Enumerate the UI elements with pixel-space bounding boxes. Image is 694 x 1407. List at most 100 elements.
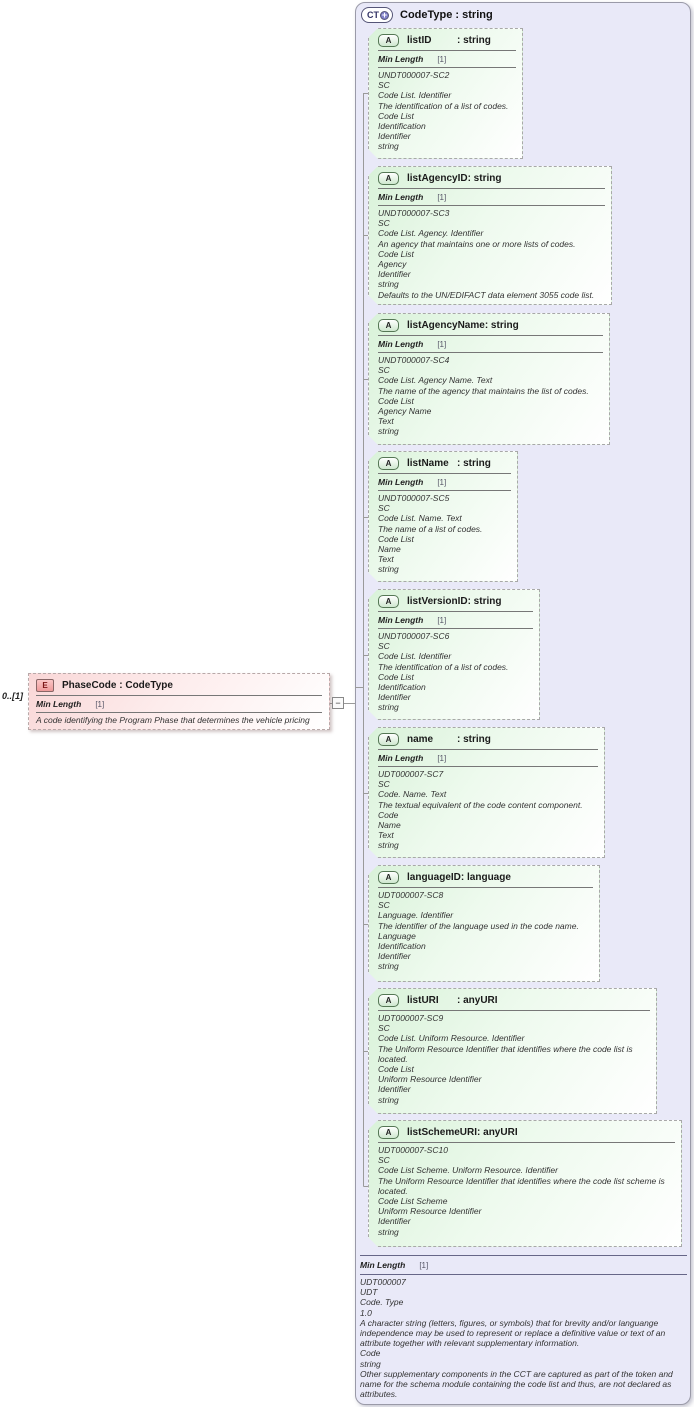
attribute-header[interactable]: A languageID : language [378, 869, 593, 885]
annotation-row: Code List Scheme [378, 1196, 448, 1207]
facet-label: Min Length [378, 54, 424, 64]
annotation-row: Code List [378, 1064, 414, 1075]
annotation-row: UNDT000007-SC2 [378, 70, 450, 80]
facet-value: [1] [419, 1260, 429, 1270]
annotation-row: string [378, 840, 399, 851]
attribute-type: : string [467, 595, 502, 607]
facet-value: [1] [437, 615, 447, 625]
annotation-row: string [378, 141, 399, 152]
attribute-card[interactable]: A listID : string Min Length[1]UNDT00000… [368, 28, 523, 159]
annotation-row: Code List. Agency Name. Text [378, 375, 493, 386]
attribute-type: : anyURI [477, 1126, 518, 1138]
annotation-row: string [378, 702, 399, 713]
divider [378, 50, 516, 51]
annotation-row: SC [378, 779, 390, 790]
annotation-row: string [378, 1094, 399, 1105]
attribute-card[interactable]: A listAgencyID : string Min Length[1]UND… [368, 166, 612, 305]
attribute-header[interactable]: A listName : string [378, 455, 511, 471]
annotation-row: string [378, 1226, 399, 1237]
divider [378, 473, 511, 474]
facet-value: [1] [437, 339, 447, 349]
facet-label: Min Length [378, 615, 424, 625]
annotation-row: Code. Type [360, 1297, 404, 1308]
divider [360, 1274, 687, 1275]
annotation-row: A character string (letters, figures, or… [360, 1317, 666, 1349]
annotation-row: An agency that maintains one or more lis… [378, 238, 576, 249]
facet-row: Min Length[1] [378, 191, 605, 203]
annotation-row: 1.0 [360, 1307, 372, 1318]
annotation-row: UDT000007-SC10 [378, 1145, 448, 1155]
attribute-header[interactable]: A listAgencyName : string [378, 317, 603, 333]
annotation-row: UDT000007 [360, 1277, 406, 1287]
attribute-card[interactable]: A listAgencyName : string Min Length[1]U… [368, 313, 610, 445]
attribute-badge: A [378, 34, 399, 47]
divider [378, 335, 603, 336]
annotation-row: Identifier [378, 1084, 411, 1095]
facet-row: Min Length [1] [36, 698, 322, 710]
attribute-header[interactable]: A listID : string [378, 32, 516, 48]
annotation-row: Agency [378, 259, 407, 270]
phasecode-annotation: A code identifying the Program Phase tha… [36, 715, 310, 725]
attribute-header[interactable]: A name : string [378, 731, 598, 747]
annotation-row: Text [378, 554, 394, 565]
annotation-row: SC [378, 1023, 390, 1034]
annotation-row: Identifier [378, 1216, 411, 1227]
complextype-badge-label: CT [367, 10, 379, 20]
divider [378, 887, 593, 888]
attribute-card[interactable]: A listVersionID : string Min Length[1]UN… [368, 589, 540, 720]
attribute-header[interactable]: A listVersionID : string [378, 593, 533, 609]
annotation-row: Name [378, 820, 401, 831]
annotation-row: The identifier of the language used in t… [378, 920, 579, 931]
attribute-type: : string [457, 34, 491, 46]
annotation-row: Code List [378, 395, 414, 406]
collapse-toggle-icon[interactable]: − [332, 697, 344, 709]
divider [378, 1142, 675, 1143]
divider [36, 695, 322, 696]
attribute-name: listSchemeURI [407, 1126, 478, 1138]
annotation-row: The identification of a list of codes. [378, 100, 509, 111]
annotation-row: Language. Identifier [378, 910, 454, 921]
annotation-row: Identifier [378, 951, 411, 962]
attribute-name: languageID [407, 871, 461, 883]
annotation-row: Code [360, 1348, 381, 1359]
annotation-row: The name of a list of codes. [378, 523, 483, 534]
attribute-header[interactable]: A listSchemeURI : anyURI [378, 1124, 675, 1140]
attribute-badge: A [378, 994, 399, 1007]
annotation-row: string [378, 279, 399, 290]
attribute-header[interactable]: A listAgencyID : string [378, 170, 605, 186]
divider [378, 205, 605, 206]
annotation-row: The name of the agency that maintains th… [378, 385, 589, 396]
annotation-row: UDT [360, 1287, 378, 1298]
annotation-row: Identification [378, 121, 426, 132]
facet-label: Min Length [360, 1260, 406, 1270]
facet-row: Min Length [1] [378, 614, 533, 626]
attribute-card[interactable]: A listName : string Min Length[1]UNDT000… [368, 451, 518, 582]
annotation-row: Defaults to the UN/EDIFACT data element … [378, 289, 595, 300]
facet-value: [1] [437, 753, 447, 763]
annotation-row: string [378, 426, 399, 437]
annotation-row: UDT000007-SC7 [378, 769, 444, 779]
phasecode-element-card[interactable]: E PhaseCode : CodeType Min Length [1] A … [28, 673, 330, 731]
annotation-row: UNDT000007-SC4 [378, 355, 450, 365]
annotation-row: Uniform Resource Identifier [378, 1206, 482, 1217]
phasecode-header[interactable]: E PhaseCode : CodeType [36, 677, 322, 693]
attribute-badge: A [378, 172, 399, 185]
facet-label: Min Length [378, 192, 424, 202]
attribute-card[interactable]: A name : string Min Length [1] UDT000007-S… [368, 727, 605, 858]
annotation-row: SC [378, 365, 390, 376]
annotation-row: UDT000007-SC8 [378, 890, 444, 900]
facet-value: [1] [95, 699, 105, 709]
attribute-header[interactable]: A listURI : anyURI [378, 992, 650, 1008]
divider [378, 188, 605, 189]
attribute-type: : string [467, 172, 502, 184]
facet-label: Min Length [378, 753, 424, 763]
codetype-header[interactable]: CT + CodeType : string [361, 7, 493, 23]
facet-label: Min Length [378, 477, 424, 487]
annotation-row: Code List [378, 110, 414, 121]
